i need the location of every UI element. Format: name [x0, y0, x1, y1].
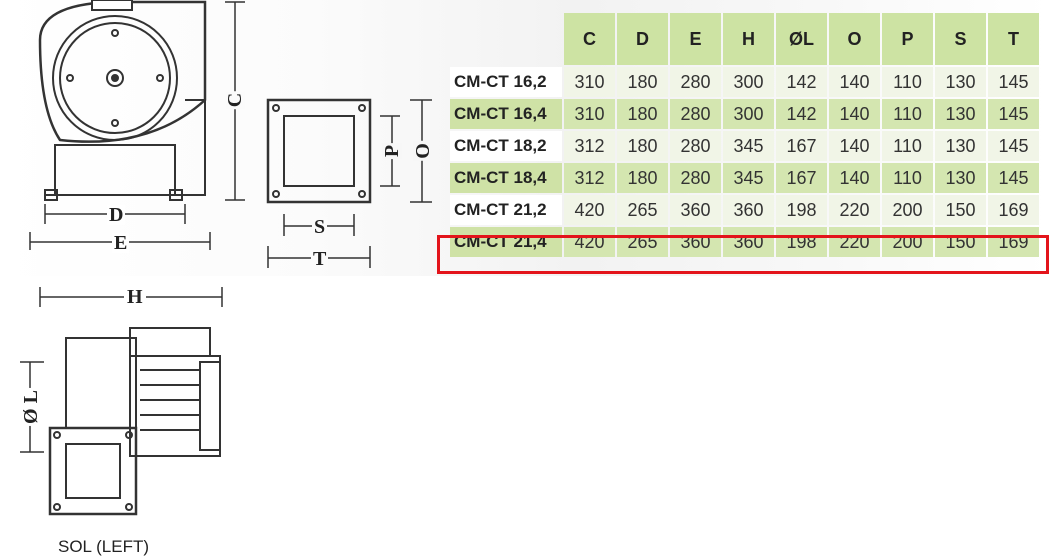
- side-view: [20, 287, 223, 516]
- table-cell: 280: [670, 163, 721, 193]
- table-cell: 198: [776, 195, 827, 225]
- table-cell: 145: [988, 99, 1039, 129]
- table-cell: 145: [988, 131, 1039, 161]
- table-cell: 130: [935, 163, 986, 193]
- dim-label-o: O: [411, 141, 434, 161]
- header-diameter-l: ØL: [776, 13, 827, 65]
- table-cell: 300: [723, 99, 774, 129]
- table-header-row: C D E H ØL O P S T: [450, 13, 1039, 65]
- table-row: CM-CT 18,4 312 180 280 345 167 140 110 1…: [450, 163, 1039, 193]
- table-cell: 180: [617, 99, 668, 129]
- model-cell: CM-CT 18,4: [450, 163, 562, 193]
- table-cell: 110: [882, 131, 933, 161]
- table-cell: 180: [617, 163, 668, 193]
- table-cell: 360: [670, 227, 721, 257]
- front-view: [29, 0, 245, 250]
- table-cell: 140: [829, 67, 880, 97]
- table-cell: 110: [882, 163, 933, 193]
- table-cell: 110: [882, 67, 933, 97]
- table-cell: 345: [723, 131, 774, 161]
- dim-label-c: C: [224, 90, 247, 110]
- table-row: CM-CT 16,4 310 180 280 300 142 140 110 1…: [450, 99, 1039, 129]
- model-cell: CM-CT 18,2: [450, 131, 562, 161]
- table-cell: 345: [723, 163, 774, 193]
- header-p: P: [882, 13, 933, 65]
- dim-label-s: S: [312, 216, 328, 238]
- header-d: D: [617, 13, 668, 65]
- table-cell: 198: [776, 227, 827, 257]
- model-cell: CM-CT 21,4: [450, 227, 562, 257]
- table-cell: 142: [776, 99, 827, 129]
- table-cell: 265: [617, 227, 668, 257]
- table-cell: 360: [723, 195, 774, 225]
- table-cell: 420: [564, 195, 615, 225]
- table-cell: 180: [617, 67, 668, 97]
- table-row: CM-CT 16,2 310 180 280 300 142 140 110 1…: [450, 67, 1039, 97]
- table-cell: 110: [882, 99, 933, 129]
- header-c: C: [564, 13, 615, 65]
- dim-label-h: H: [124, 287, 146, 307]
- table-cell: 150: [935, 227, 986, 257]
- model-cell: CM-CT 16,4: [450, 99, 562, 129]
- table-cell: 312: [564, 163, 615, 193]
- dim-label-e: E: [112, 232, 130, 254]
- table-cell: 220: [829, 195, 880, 225]
- header-e: E: [670, 13, 721, 65]
- table-cell: 360: [670, 195, 721, 225]
- table-cell: 310: [564, 67, 615, 97]
- table-cell: 280: [670, 131, 721, 161]
- table-cell: 220: [829, 227, 880, 257]
- header-corner: [450, 13, 562, 65]
- table-row: CM-CT 18,2 312 180 280 345 167 140 110 1…: [450, 131, 1039, 161]
- view-caption: SOL (LEFT): [58, 537, 149, 556]
- table-cell: 300: [723, 67, 774, 97]
- table-row-highlighted: CM-CT 21,4 420 265 360 360 198 220 200 1…: [450, 227, 1039, 257]
- table-cell: 180: [617, 131, 668, 161]
- model-cell: CM-CT 21,2: [450, 195, 562, 225]
- table-cell: 360: [723, 227, 774, 257]
- table-cell: 145: [988, 67, 1039, 97]
- table-cell: 310: [564, 99, 615, 129]
- table-cell: 169: [988, 227, 1039, 257]
- table-cell: 150: [935, 195, 986, 225]
- table-cell: 280: [670, 99, 721, 129]
- model-cell: CM-CT 16,2: [450, 67, 562, 97]
- table-cell: 140: [829, 131, 880, 161]
- table-cell: 312: [564, 131, 615, 161]
- table-row: CM-CT 21,2 420 265 360 360 198 220 200 1…: [450, 195, 1039, 225]
- header-s: S: [935, 13, 986, 65]
- table-cell: 130: [935, 131, 986, 161]
- table-cell: 265: [617, 195, 668, 225]
- table-cell: 145: [988, 163, 1039, 193]
- table-cell: 167: [776, 131, 827, 161]
- dimensions-table: C D E H ØL O P S T CM-CT 16,2 310 180 28…: [448, 11, 1041, 259]
- table-cell: 130: [935, 99, 986, 129]
- fan-technical-drawing: [20, 0, 432, 516]
- table-cell: 280: [670, 67, 721, 97]
- table-cell: 130: [935, 67, 986, 97]
- header-t: T: [988, 13, 1039, 65]
- table-cell: 169: [988, 195, 1039, 225]
- table-cell: 200: [882, 195, 933, 225]
- table-cell: 167: [776, 163, 827, 193]
- header-h: H: [723, 13, 774, 65]
- table-cell: 200: [882, 227, 933, 257]
- table-cell: 420: [564, 227, 615, 257]
- dim-label-t: T: [311, 248, 329, 270]
- outlet-view: [266, 98, 432, 268]
- table-cell: 142: [776, 67, 827, 97]
- dim-label-diameter-l: Ø L: [19, 388, 42, 426]
- table-cell: 140: [829, 163, 880, 193]
- table-cell: 140: [829, 99, 880, 129]
- dim-label-p: P: [381, 142, 404, 160]
- header-o: O: [829, 13, 880, 65]
- dim-label-d: D: [107, 204, 126, 226]
